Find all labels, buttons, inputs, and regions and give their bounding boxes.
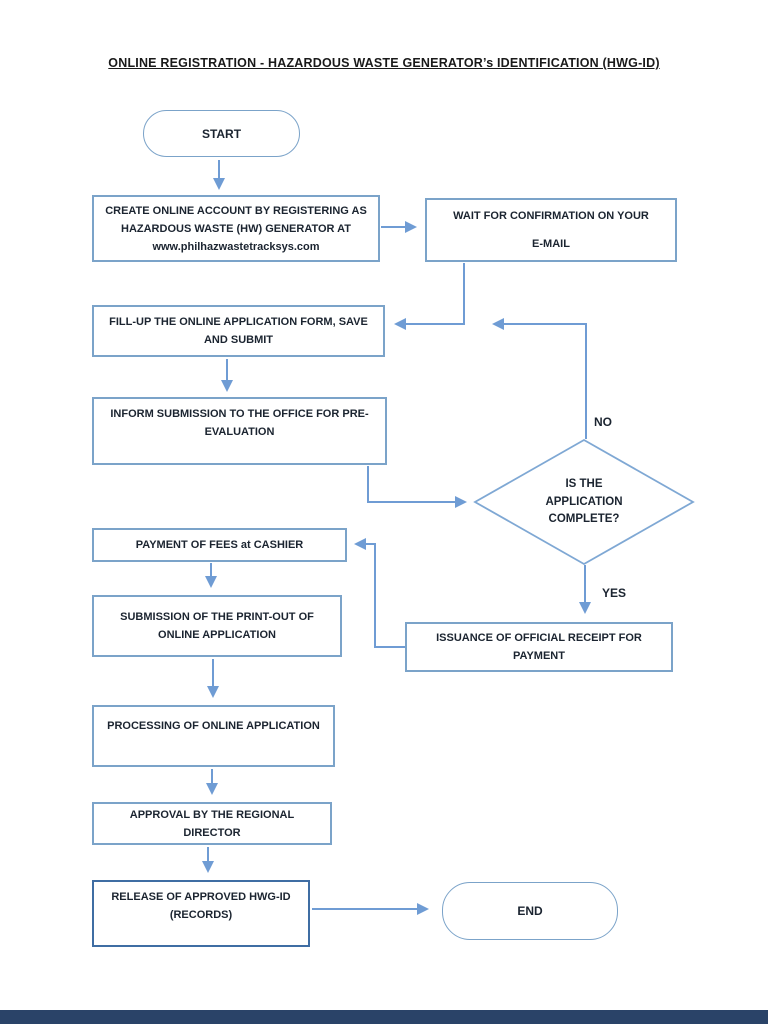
flow-node-inform-submission: INFORM SUBMISSION TO THE OFFICE FOR PRE-… bbox=[92, 397, 387, 465]
decision-no-label: NO bbox=[594, 415, 612, 429]
flow-node-issuance-receipt: ISSUANCE OF OFFICIAL RECEIPT FOR PAYMENT bbox=[405, 622, 673, 672]
flow-node-approval: APPROVAL BY THE REGIONAL DIRECTOR bbox=[92, 802, 332, 845]
flow-node-create-account: CREATE ONLINE ACCOUNT BY REGISTERING AS … bbox=[92, 195, 380, 262]
flow-node-fill-up: FILL-UP THE ONLINE APPLICATION FORM, SAV… bbox=[92, 305, 385, 357]
arrow-issuance-to-payment bbox=[354, 538, 405, 648]
arrow-no-branch bbox=[492, 318, 587, 439]
decision-yes-label: YES bbox=[602, 586, 627, 600]
flow-node-payment: PAYMENT OF FEES at CASHIER bbox=[92, 528, 347, 562]
flow-node-start: START bbox=[143, 110, 300, 157]
flow-node-decision-label: IS THE APPLICATION COMPLETE? bbox=[545, 478, 623, 525]
flow-node-wait-confirmation: WAIT FOR CONFIRMATION ON YOUR E-MAIL bbox=[425, 198, 677, 262]
next-page-edge-bar bbox=[0, 1010, 768, 1024]
page-title: ONLINE REGISTRATION - HAZARDOUS WASTE GE… bbox=[108, 56, 660, 70]
arrow-wait-to-fillup bbox=[394, 263, 465, 330]
flow-node-end: END bbox=[442, 882, 618, 940]
flow-node-submission-printout: SUBMISSION OF THE PRINT-OUT OF ONLINE AP… bbox=[92, 595, 342, 657]
flow-node-release: RELEASE OF APPROVED HWG-ID (RECORDS) bbox=[92, 880, 310, 947]
flow-node-processing: PROCESSING OF ONLINE APPLICATION bbox=[92, 705, 335, 767]
arrow-inform-to-decision bbox=[367, 466, 467, 508]
